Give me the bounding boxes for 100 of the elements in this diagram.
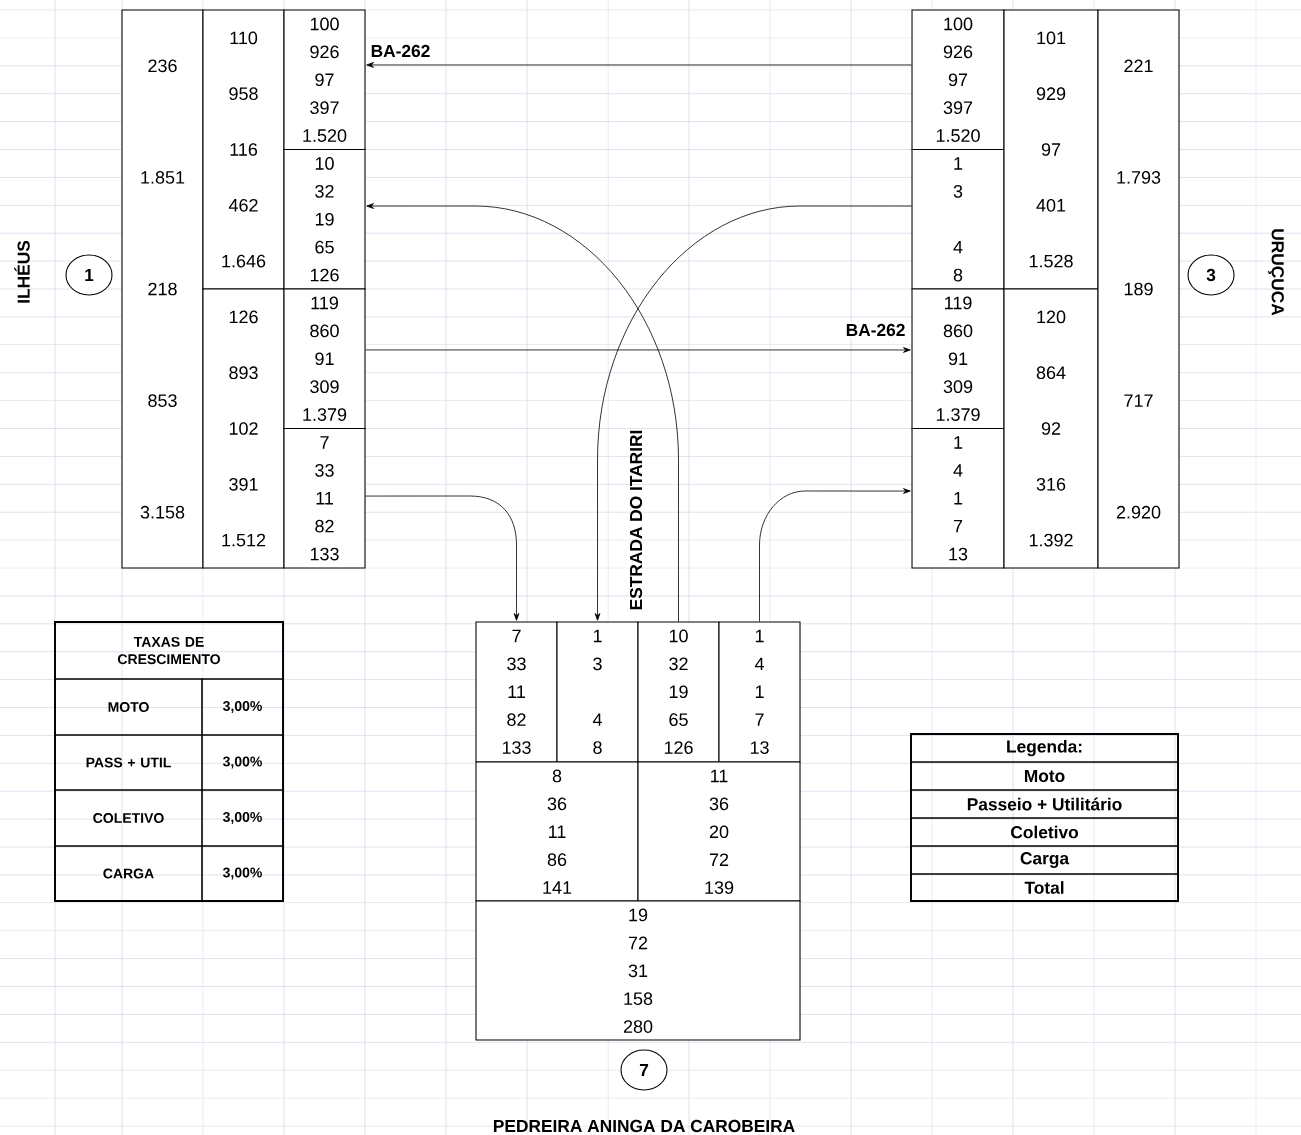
cell-value: 13 xyxy=(750,741,769,754)
table-cell: Moto xyxy=(910,761,1179,791)
cell-value: 91 xyxy=(948,352,968,366)
cell-value: 391 xyxy=(229,477,258,491)
cell-value: 316 xyxy=(1036,477,1066,491)
arrow xyxy=(759,488,911,622)
cell-value: 4 xyxy=(953,464,963,477)
cell-value: 1.851 xyxy=(141,171,185,184)
cell-value: 158 xyxy=(624,992,653,1006)
cell-value: 36 xyxy=(547,797,567,811)
cell-value: 97 xyxy=(315,73,334,87)
table-cell: Passeio + Utilitário xyxy=(910,789,1179,819)
cell-value: 126 xyxy=(310,268,339,282)
cell-value: 401 xyxy=(1036,198,1066,212)
cell-value: 864 xyxy=(1036,366,1066,380)
cell-value: 32 xyxy=(669,657,688,671)
place-label: ILHÉUS xyxy=(14,240,30,303)
table-cell: 3,00% xyxy=(201,789,284,847)
cell-value: 65 xyxy=(315,240,334,254)
cell-value: 116 xyxy=(230,143,258,156)
cell-value: 189 xyxy=(1124,282,1153,296)
cell-value: 8 xyxy=(593,741,602,754)
cell-value: 1.379 xyxy=(303,408,347,421)
cell-value: 120 xyxy=(1037,310,1066,324)
cell-value: 133 xyxy=(502,741,531,754)
cell-value: 893 xyxy=(229,366,258,380)
cell-value: 1.520 xyxy=(303,129,347,142)
cell-value: 10 xyxy=(315,157,334,170)
cell-value: 397 xyxy=(943,101,973,114)
cell-value: 82 xyxy=(315,519,334,533)
cell-value: 97 xyxy=(1041,143,1061,156)
table-cell: 3,00% xyxy=(201,734,284,791)
label: TAXAS DE CRESCIMENTO xyxy=(117,636,220,665)
cell-value: 926 xyxy=(943,45,973,59)
cell-value: 126 xyxy=(229,310,258,324)
cell-value: 139 xyxy=(705,881,734,894)
cell-value: 11 xyxy=(711,769,728,783)
cell-value: 1.379 xyxy=(936,408,980,421)
arrow xyxy=(365,347,911,353)
cell-value: 7 xyxy=(512,629,521,643)
table-cell: Coletivo xyxy=(910,817,1179,847)
cell-value: 3 xyxy=(593,657,602,671)
cell-value: 33 xyxy=(507,657,526,671)
cell-value: 7 xyxy=(320,436,329,449)
cell-value: 218 xyxy=(148,282,177,296)
cell-value: 91 xyxy=(315,352,334,366)
cell-value: 101 xyxy=(1037,31,1066,45)
cell-value: 4 xyxy=(754,657,764,671)
cell-value: 853 xyxy=(148,394,177,407)
cell-value: 100 xyxy=(310,17,339,31)
cell-value: 110 xyxy=(230,31,258,45)
cell-value: 86 xyxy=(547,853,567,866)
cell-value: 119 xyxy=(945,296,972,310)
cell-value: 19 xyxy=(669,685,688,699)
cell-value: 958 xyxy=(229,87,258,101)
cell-value: 1 xyxy=(954,157,963,170)
table-cell: 3,00% xyxy=(201,678,284,736)
place-label: URUÇUCA xyxy=(1268,229,1284,316)
cell-value: 1 xyxy=(593,629,602,643)
cell-value: 1.646 xyxy=(222,254,266,268)
cell-value: 3 xyxy=(953,185,963,198)
cell-value: 13 xyxy=(949,547,968,561)
cell-value: 860 xyxy=(310,324,339,338)
cell-value: 221 xyxy=(1124,59,1153,73)
cell-value: 92 xyxy=(1041,422,1061,435)
place-label: PEDREIRA ANINGA DA CAROBEIRA xyxy=(493,1119,795,1133)
cell-value: 1 xyxy=(755,629,764,643)
table-cell: Total xyxy=(910,873,1179,902)
cell-value: 462 xyxy=(228,198,258,212)
cell-value: 1 xyxy=(954,492,963,505)
cell-value: 1.793 xyxy=(1117,171,1161,184)
cell-value: 33 xyxy=(315,464,334,477)
label: Legenda: xyxy=(1007,739,1082,757)
cell-value: 7 xyxy=(755,713,764,726)
table-cell: COLETIVO xyxy=(54,789,203,847)
cell-value: 10 xyxy=(669,629,688,643)
cell-value: 4 xyxy=(592,713,602,726)
table-cell: CARGA xyxy=(54,845,203,902)
cell-value: 1.512 xyxy=(222,533,266,547)
cell-value: 31 xyxy=(628,964,648,978)
table-cell: PASS + UTIL xyxy=(54,734,203,791)
cell-value: 102 xyxy=(229,422,258,435)
cell-value: 11 xyxy=(316,492,333,505)
cell-value: 926 xyxy=(310,45,339,59)
road-label: ESTRADA DO ITARIRI xyxy=(629,430,643,610)
cell-value: 126 xyxy=(664,741,693,754)
cell-value: 11 xyxy=(549,825,566,838)
table-cell: MOTO xyxy=(54,678,203,736)
arrow xyxy=(594,205,912,621)
cell-value: 141 xyxy=(543,881,572,894)
cell-value: 860 xyxy=(943,324,973,338)
cell-value: 1 xyxy=(755,685,764,698)
table-cell: 3,00% xyxy=(201,845,284,902)
cell-value: 133 xyxy=(310,547,339,561)
cell-value: 236 xyxy=(148,59,177,73)
cell-value: 72 xyxy=(628,936,648,950)
arrow xyxy=(366,203,679,622)
cell-value: 8 xyxy=(552,769,562,783)
cell-value: 19 xyxy=(629,908,648,922)
cell-value: 2.920 xyxy=(1116,505,1161,519)
